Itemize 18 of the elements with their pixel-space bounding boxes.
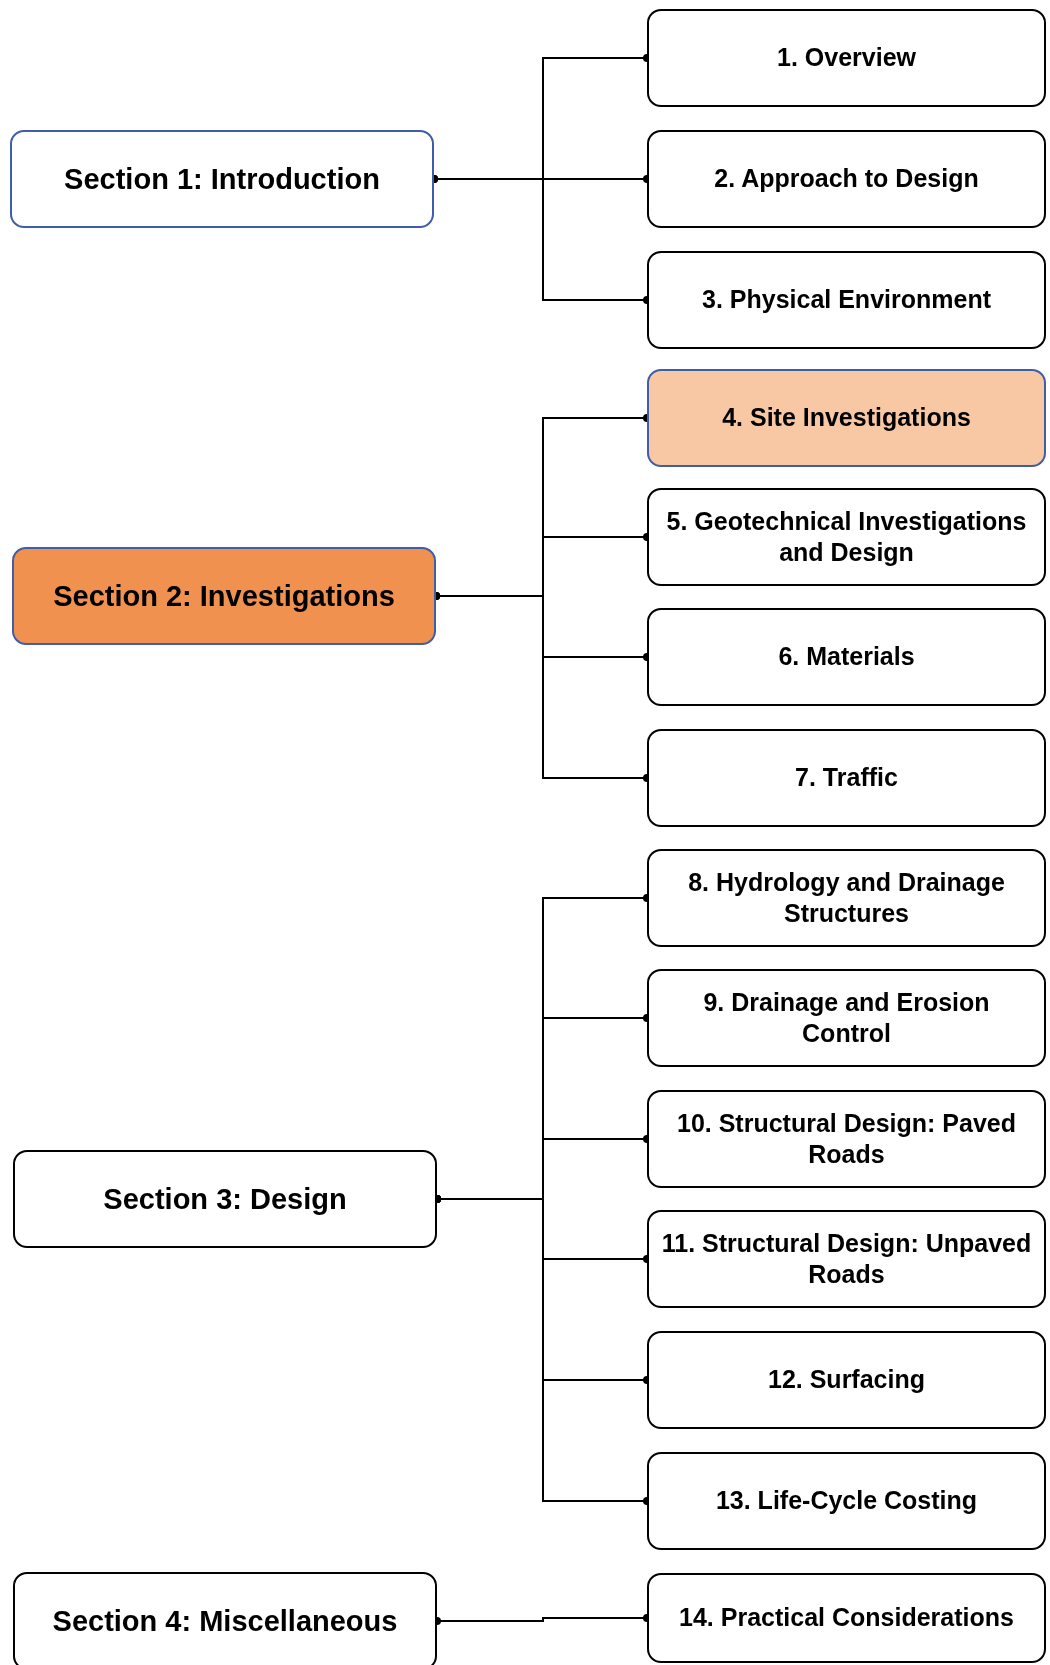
chapter-box: 13. Life-Cycle Costing	[647, 1452, 1046, 1550]
section-box: Section 3: Design	[13, 1150, 437, 1248]
chapter-box: 6. Materials	[647, 608, 1046, 706]
chapter-box: 7. Traffic	[647, 729, 1046, 827]
section-box: Section 2: Investigations	[12, 547, 436, 645]
chapter-box: 4. Site Investigations	[647, 369, 1046, 467]
chapter-box: 9. Drainage and Erosion Control	[647, 969, 1046, 1067]
chapter-box: 2. Approach to Design	[647, 130, 1046, 228]
chapter-box: 5. Geotechnical Investigations and Design	[647, 488, 1046, 586]
section-box: Section 1: Introduction	[10, 130, 434, 228]
chapter-box: 10. Structural Design: Paved Roads	[647, 1090, 1046, 1188]
chapter-box: 1. Overview	[647, 9, 1046, 107]
chapter-box: 14. Practical Considerations	[647, 1573, 1046, 1663]
chapter-box: 8. Hydrology and Drainage Structures	[647, 849, 1046, 947]
chapter-box: 11. Structural Design: Unpaved Roads	[647, 1210, 1046, 1308]
chapter-box: 3. Physical Environment	[647, 251, 1046, 349]
chapter-box: 12. Surfacing	[647, 1331, 1046, 1429]
section-box: Section 4: Miscellaneous	[13, 1572, 437, 1665]
